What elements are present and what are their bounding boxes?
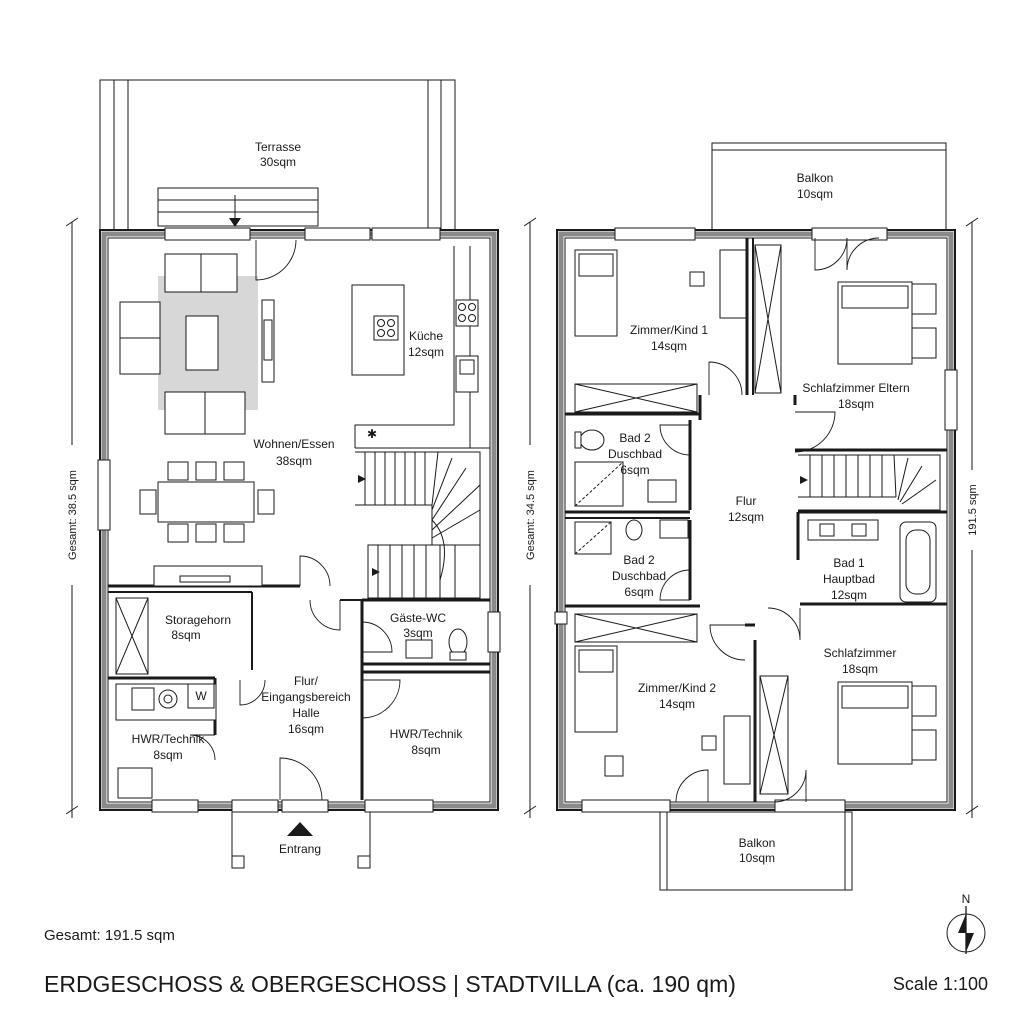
ground-dimension: Gesamt: 38.5 sqm: [64, 217, 80, 818]
ground-dimension-label: Gesamt: 38.5 sqm: [67, 470, 79, 560]
schlaf-area: 18sqm: [842, 662, 878, 676]
eltern-area: 18sqm: [838, 397, 874, 411]
bad2-top-line2: Duschbad: [608, 447, 662, 461]
bad1-line2: Hauptbad: [823, 572, 875, 586]
kind2-area: 14sqm: [659, 697, 695, 711]
eltern-name: Schlafzimmer Eltern: [802, 381, 909, 395]
bad1-line1: Bad 1: [833, 556, 865, 570]
bad2-bottom-area: 6sqm: [624, 585, 653, 599]
kind1-area: 14sqm: [651, 339, 687, 353]
entrance-canopy: [231, 812, 371, 869]
total-area: Gesamt: 191.5 sqm: [44, 927, 175, 944]
bad2-bottom-line2: Duschbad: [612, 569, 666, 583]
kueche-area: 12sqm: [408, 345, 444, 359]
washer-mark: W: [195, 689, 207, 703]
hwr-left-name: HWR/Technik: [132, 732, 206, 746]
upper-closets: [574, 244, 789, 795]
wohnen-name: Wohnen/Essen: [253, 437, 334, 451]
flur-area: 16sqm: [288, 722, 324, 736]
kind2-name: Zimmer/Kind 2: [638, 681, 716, 695]
bad2-bottom-line1: Bad 2: [623, 553, 655, 567]
plan-title: ERDGESCHOSS & OBERGESCHOSS | STADTVILLA …: [44, 971, 736, 997]
terrasse-name: Terrasse: [255, 140, 301, 154]
balkon-top-area: 10sqm: [797, 187, 833, 201]
bad2-top-area: 6sqm: [620, 463, 649, 477]
kueche-name: Küche: [409, 329, 443, 343]
entrance-arrow-icon: [287, 822, 313, 836]
flur-line3: Halle: [292, 706, 320, 720]
svg-text:✱: ✱: [367, 427, 377, 441]
hwr-left-area: 8sqm: [153, 748, 182, 762]
kitchen-counters: ✱: [351, 246, 490, 449]
upper-bath-fixtures: [574, 429, 937, 603]
ground-room-labels: Terrasse 30sqm Küche 12sqm Wohnen/Essen …: [132, 140, 464, 856]
north-arrow-icon: N: [946, 892, 986, 954]
upper-dimensions: Gesamt: 34.5 sqm 191.5 sqm: [522, 217, 980, 818]
kind1-name: Zimmer/Kind 1: [630, 323, 708, 337]
upper-doors: [659, 237, 880, 803]
ground-floor-plan: ✱: [64, 79, 501, 869]
scale-label: Scale 1:100: [893, 974, 988, 994]
north-label: N: [962, 892, 971, 906]
upper-dimension-right: 191.5 sqm: [967, 484, 979, 535]
flur-line2: Eingangsbereich: [261, 690, 350, 704]
hwr-right-area: 8sqm: [411, 743, 440, 757]
terrasse-area: 30sqm: [260, 155, 296, 169]
bad1-area: 12sqm: [831, 588, 867, 602]
hwr-right-name: HWR/Technik: [390, 727, 464, 741]
living-room-furniture: [119, 253, 275, 587]
upper-interior-walls: [565, 238, 947, 802]
ground-utility-fixtures: [115, 597, 468, 799]
balkon-bottom-area: 10sqm: [739, 851, 775, 865]
gaeste-wc-area: 3sqm: [403, 626, 432, 640]
upper-furniture: [574, 249, 937, 785]
entrance-label: Entrang: [279, 842, 321, 856]
upper-room-labels: Balkon 10sqm Zimmer/Kind 1 14sqm Schlafz…: [608, 171, 910, 865]
storage-name: Storagehorn: [165, 613, 231, 627]
balcony-bottom: [659, 811, 853, 891]
upper-staircase: [798, 454, 941, 511]
ground-doors: [189, 239, 401, 801]
balkon-bottom-name: Balkon: [739, 836, 776, 850]
ground-staircase: [355, 451, 481, 599]
wohnen-area: 38sqm: [276, 454, 312, 468]
flur-upper-area: 12sqm: [728, 510, 764, 524]
flur-line1: Flur/: [294, 674, 319, 688]
schlaf-name: Schlafzimmer: [824, 646, 897, 660]
upper-dimension-left: Gesamt: 34.5 sqm: [525, 470, 537, 560]
flur-upper-name: Flur: [736, 494, 757, 508]
balkon-top-name: Balkon: [797, 171, 834, 185]
bad2-top-line1: Bad 2: [619, 431, 651, 445]
gaeste-wc-name: Gäste-WC: [390, 611, 446, 625]
storage-area: 8sqm: [171, 628, 200, 642]
upper-floor-plan: Gesamt: 34.5 sqm 191.5 sqm Balkon 10sqm …: [522, 142, 980, 891]
